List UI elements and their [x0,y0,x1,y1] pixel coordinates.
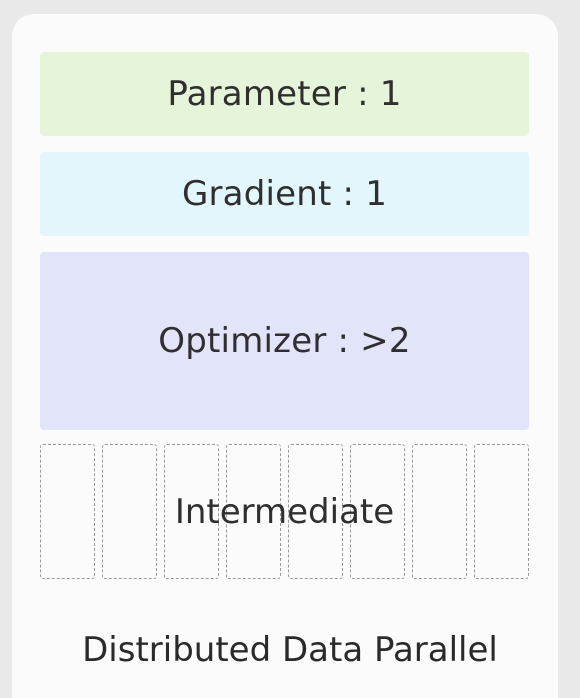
intermediate-slice [350,444,405,579]
intermediate-slice [226,444,281,579]
gradient-block: Gradient : 1 [40,152,529,236]
intermediate-slice [164,444,219,579]
intermediate-block: Intermediate [40,444,529,581]
diagram-caption: Distributed Data Parallel [82,630,498,670]
intermediate-slice [412,444,467,579]
intermediate-slice [102,444,157,579]
intermediate-slice [474,444,529,579]
intermediate-label: Intermediate [174,491,395,532]
gradient-label: Gradient : 1 [181,174,388,214]
intermediate-slice [40,444,95,579]
intermediate-slice [288,444,343,579]
parameter-label: Parameter : 1 [167,74,402,114]
optimizer-label: Optimizer : >2 [158,321,411,361]
optimizer-block: Optimizer : >2 [40,252,529,430]
parameter-block: Parameter : 1 [40,52,529,136]
